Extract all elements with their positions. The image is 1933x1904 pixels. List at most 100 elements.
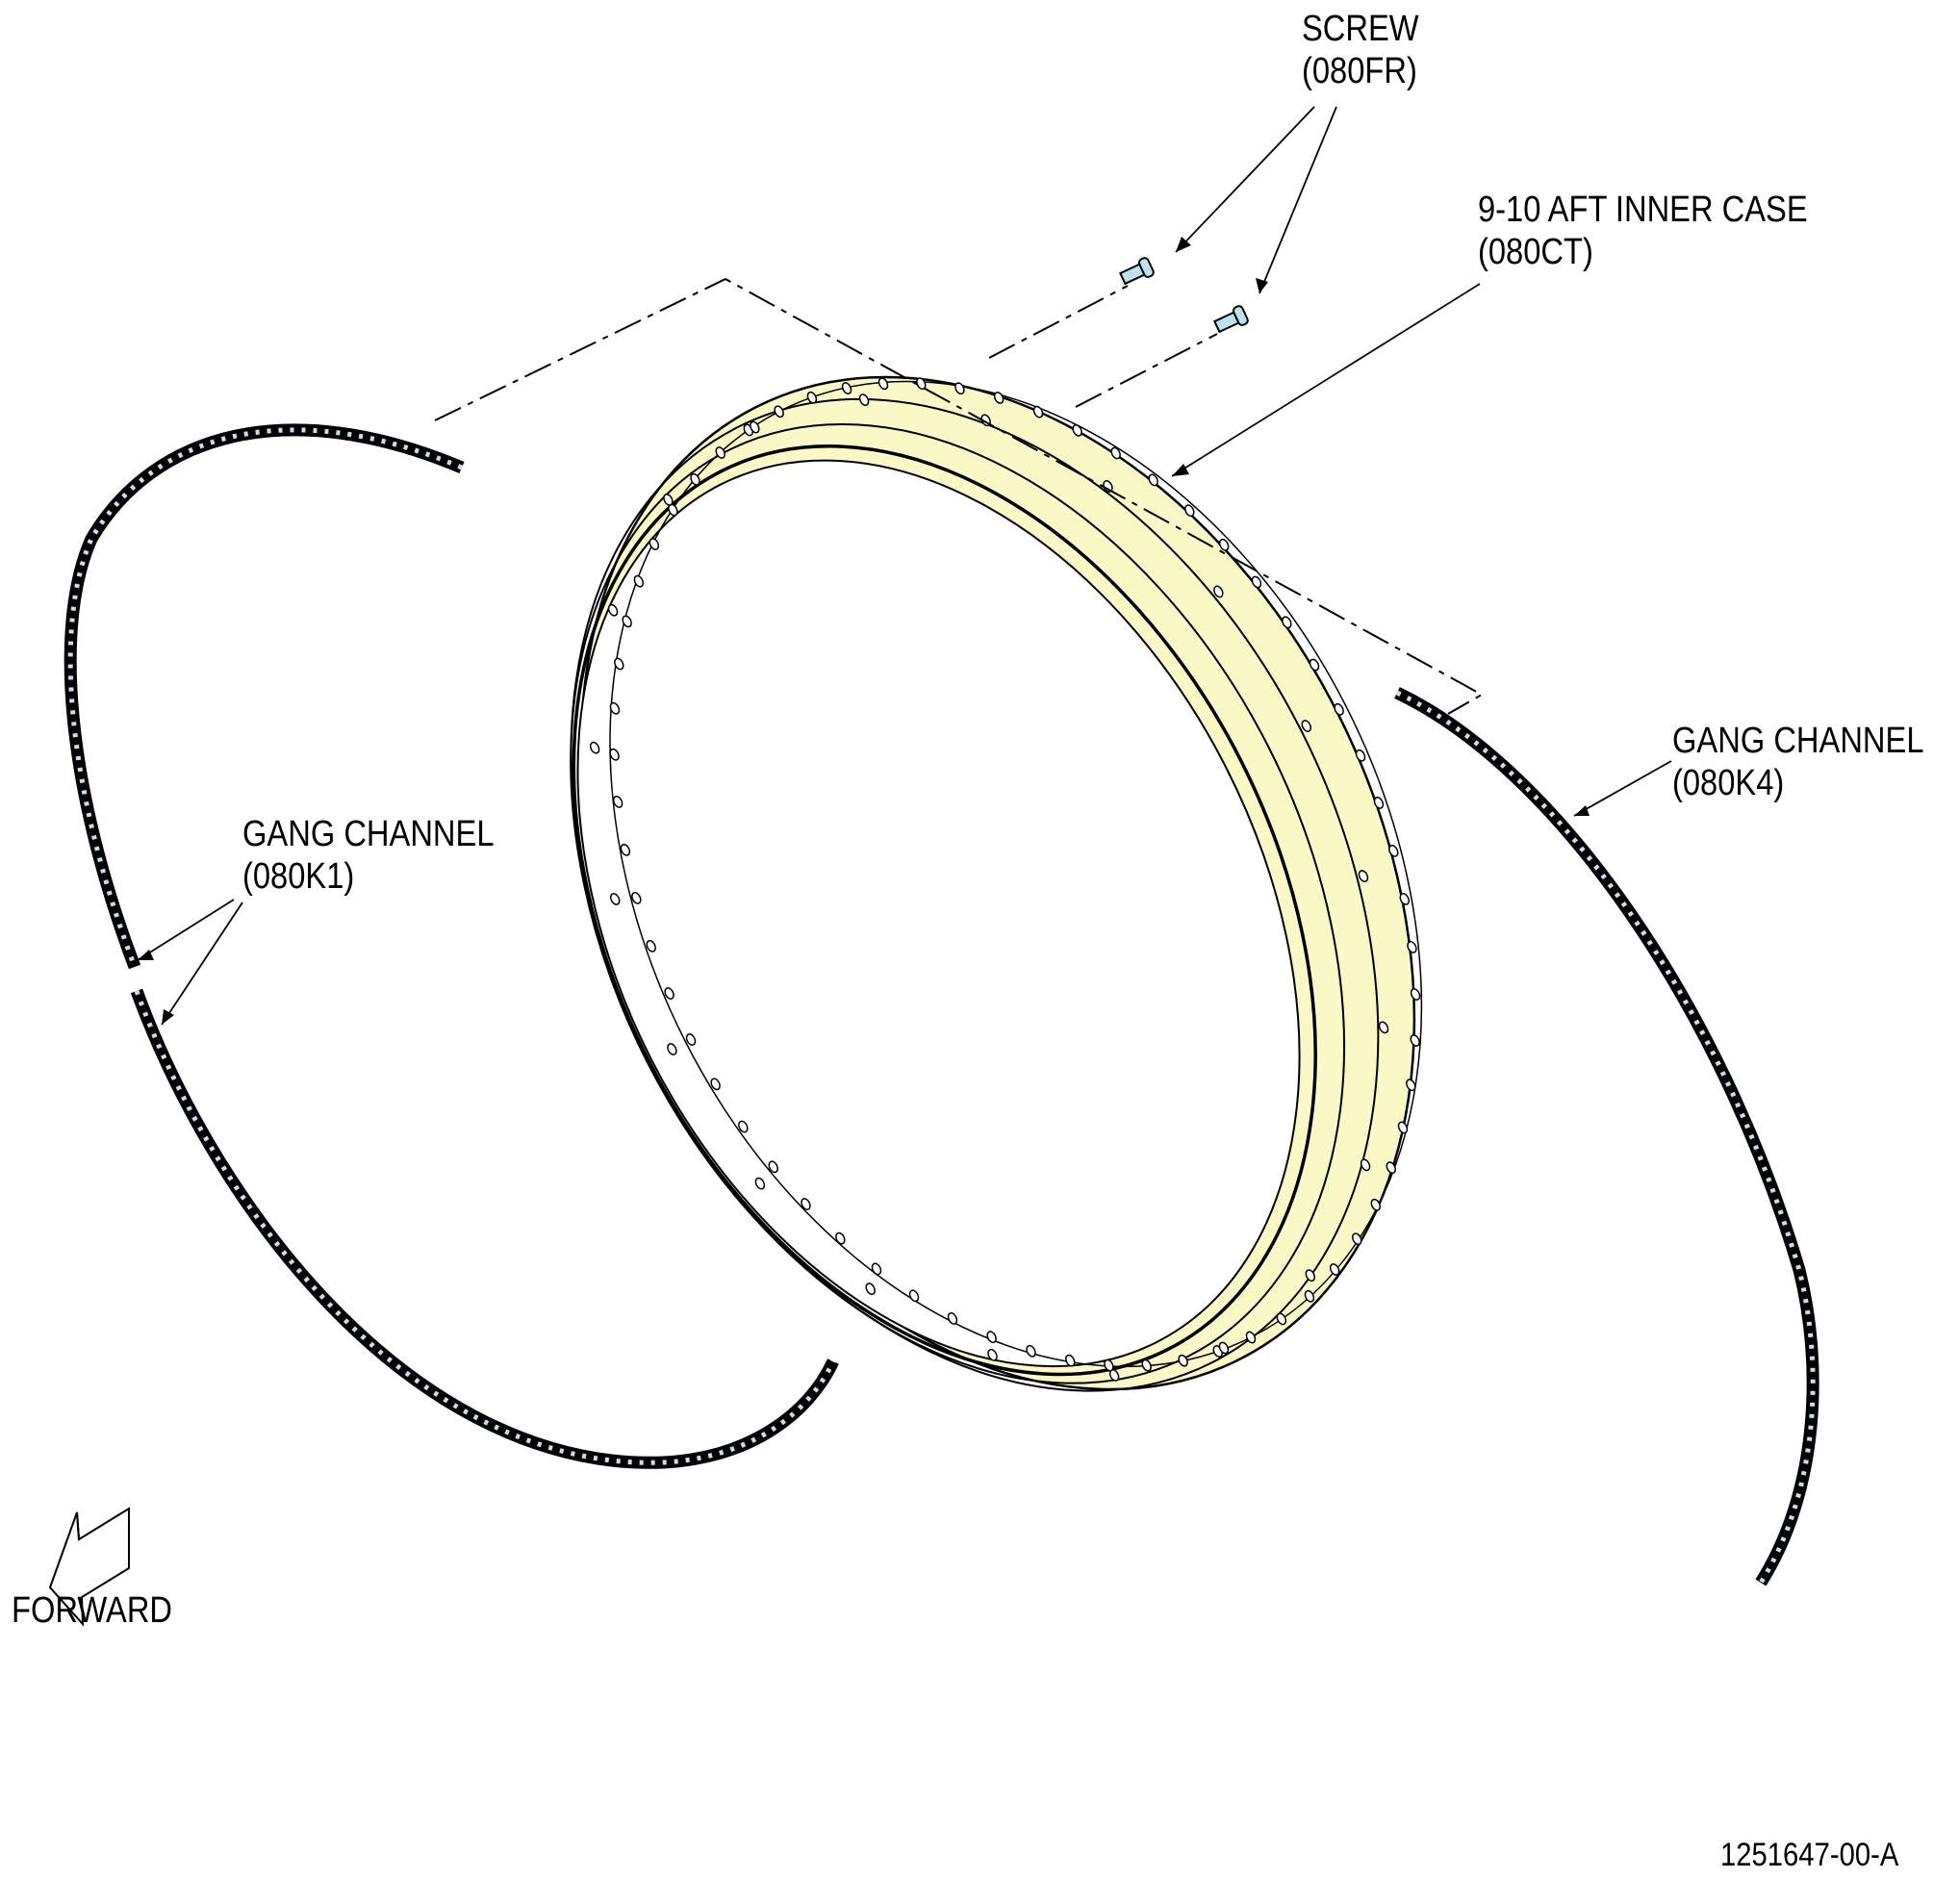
case-bolt-hole	[710, 1078, 721, 1091]
case-flange-hole	[1108, 1369, 1120, 1382]
case-bolt-hole	[1407, 941, 1417, 953]
case-bolt-hole	[1397, 1121, 1409, 1134]
case-bolt-hole	[1329, 1263, 1340, 1276]
case-bolt-hole	[1218, 538, 1230, 551]
label-inner-case-name: 9-10 AFT INNER CASE	[1478, 190, 1808, 230]
case-bolt-hole	[1370, 1198, 1382, 1211]
case-bolt-hole	[1309, 658, 1320, 672]
case-bolt-hole	[916, 377, 927, 391]
label-gang-channel-k1-name: GANG CHANNEL	[242, 814, 495, 854]
case-flange-hole	[609, 893, 621, 905]
case-bolt-hole	[609, 748, 620, 761]
case-bolt-hole	[1184, 504, 1195, 518]
label-gang-channel-k1-code: (080K1)	[242, 856, 355, 897]
label-gang-channel-k4: GANG CHANNEL (080K4)	[1672, 720, 1923, 804]
case-bolt-hole	[685, 1033, 697, 1046]
case-bolt-hole	[768, 1160, 778, 1174]
alignment-center-lines	[434, 277, 1485, 715]
case-flange-hole	[1378, 1021, 1389, 1034]
leader-lines	[137, 106, 1672, 1026]
case-flange-hole	[1218, 1341, 1230, 1355]
case-bolt-hole	[774, 405, 784, 419]
case-bolt-hole	[841, 382, 852, 394]
label-gang-channel-k4-name: GANG CHANNEL	[1672, 721, 1924, 761]
case-bolt-hole	[1334, 702, 1344, 716]
case-bolt-hole	[738, 1120, 749, 1133]
screw-upper	[1119, 257, 1155, 286]
case-flange-hole	[858, 393, 870, 407]
forward-arrow-icon	[48, 1507, 130, 1627]
case-bolt-hole	[986, 1331, 997, 1344]
label-inner-case-code: (080CT)	[1478, 232, 1593, 272]
case-flange-hole	[1360, 1158, 1371, 1172]
case-bolt-hole	[1251, 575, 1262, 589]
case-bolt-hole	[664, 987, 674, 1000]
case-flange-hole	[667, 1043, 677, 1055]
label-screw-code: (080FR)	[1302, 51, 1417, 91]
case-bolt-hole	[1406, 1079, 1416, 1092]
case-flange-hole	[1213, 585, 1224, 598]
case-bolt-hole	[871, 1262, 882, 1276]
case-bolt-hole	[1064, 1354, 1076, 1367]
leader-arrowheads	[138, 237, 1590, 1025]
case-bolt-hole	[715, 446, 725, 459]
case-bolt-hole	[1282, 616, 1292, 629]
case-flange-hole	[663, 493, 674, 506]
case-bolt-holes	[589, 377, 1421, 1382]
case-bolt-hole	[612, 796, 623, 808]
case-bolt-hole	[1072, 423, 1082, 437]
case-bolt-hole	[690, 472, 700, 486]
case-bolt-hole	[1245, 1331, 1257, 1344]
case-bolt-hole	[1410, 988, 1421, 1001]
case-flange-hole	[589, 741, 600, 754]
case-bolt-hole	[649, 538, 660, 550]
case-bolt-hole	[1355, 749, 1366, 762]
case-flange-hole	[750, 420, 760, 434]
case-bolt-hole	[1178, 1354, 1188, 1367]
case-bolt-hole	[1386, 1161, 1397, 1175]
case-bolt-hole	[806, 391, 818, 404]
case-bolt-hole	[908, 1289, 920, 1303]
case-bolt-hole	[1026, 1344, 1036, 1358]
case-bolt-hole	[1373, 797, 1385, 809]
case-flange-hole	[1358, 870, 1369, 882]
aft-inner-case-ring	[570, 375, 1423, 1392]
case-bolt-hole	[1148, 473, 1158, 487]
case-flange-hole	[607, 603, 619, 617]
case-bolt-hole	[1388, 845, 1399, 857]
label-inner-case: 9-10 AFT INNER CASE (080CT)	[1478, 189, 1808, 273]
label-gang-channel-k1: GANG CHANNEL (080K1)	[242, 813, 494, 898]
case-bolt-hole	[646, 939, 656, 952]
case-bolt-hole	[633, 574, 645, 588]
case-bolt-hole	[1352, 1232, 1362, 1246]
case-bolt-hole	[877, 377, 889, 391]
case-bolt-hole	[609, 701, 621, 715]
case-bolt-hole	[631, 892, 642, 904]
label-forward: FORWARD	[12, 1590, 173, 1631]
case-flange-hole	[1305, 1269, 1316, 1282]
label-gang-channel-k4-code: (080K4)	[1672, 763, 1785, 803]
case-bolt-hole	[620, 843, 631, 856]
case-flange-hole	[1301, 720, 1311, 732]
case-bolt-hole	[1141, 1358, 1152, 1372]
case-bolt-hole	[835, 1231, 846, 1245]
case-bolt-hole	[1410, 1034, 1420, 1047]
screw-lower	[1213, 305, 1249, 334]
case-bolt-hole	[1032, 405, 1044, 419]
case-bolt-hole	[993, 392, 1005, 404]
case-flange-hole	[987, 1348, 998, 1361]
case-bolt-hole	[614, 657, 624, 671]
figure-id: 1251647-00-A	[1720, 1837, 1899, 1873]
label-screw: SCREW (080FR)	[1302, 8, 1419, 92]
case-flange-hole	[865, 1282, 876, 1296]
case-bolt-hole	[1276, 1312, 1287, 1326]
case-bolt-hole	[1399, 893, 1410, 905]
case-bolt-hole	[1110, 446, 1121, 460]
case-bolt-hole	[801, 1198, 811, 1210]
gang-channel-080k4	[1394, 687, 1819, 1587]
gang-channel-080k1	[64, 423, 839, 1469]
label-screw-name: SCREW	[1302, 9, 1419, 49]
case-bolt-hole	[622, 615, 632, 628]
case-bolt-hole	[954, 382, 965, 395]
